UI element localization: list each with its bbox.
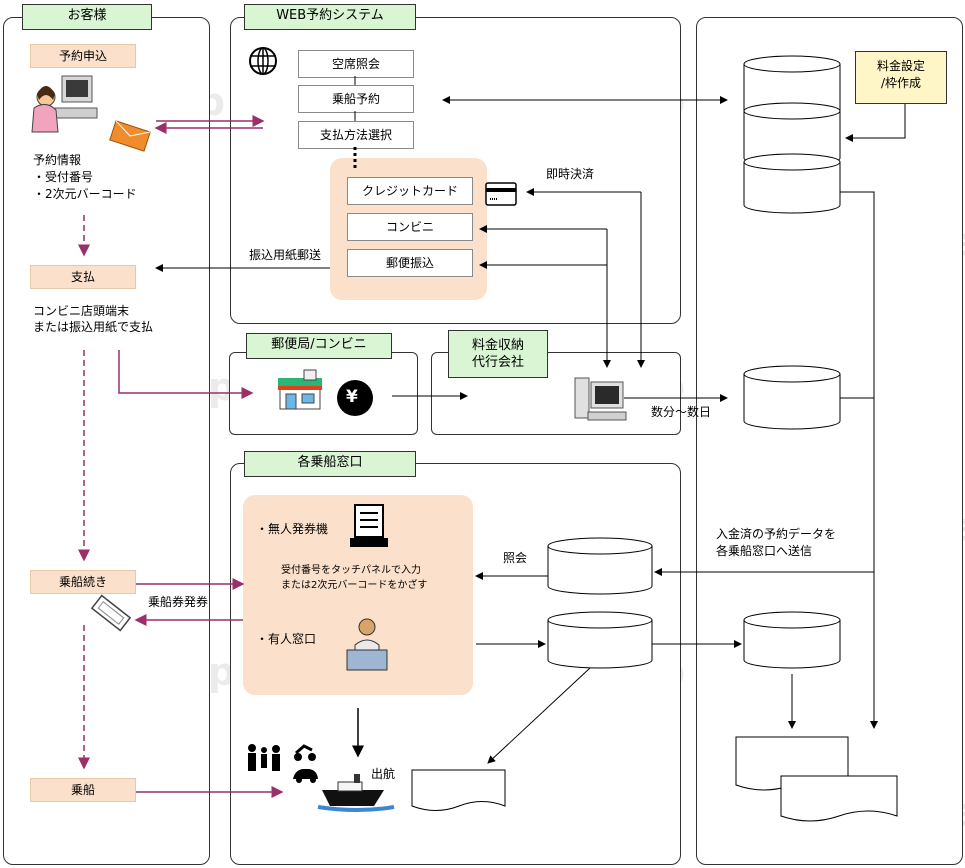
counter-reservation-db-label: 予約情報: [570, 563, 619, 577]
reservation-db-label: 予約情報: [762, 183, 811, 197]
post-lane-title: 郵便局/コンビニ: [246, 333, 392, 359]
staffed-counter-label: ・有人窓口: [256, 632, 317, 646]
fee-info-db-label: 料金情報: [762, 83, 811, 97]
ticket-issue-label: 乗船券発券: [148, 595, 209, 609]
analysis-doc-label: 各種分析資料: [796, 792, 869, 806]
agency-lane-title: 料金収納 代行会社: [448, 330, 548, 378]
system-db-lane: [696, 17, 963, 865]
fee-setting-note: 料金設定 /枠作成: [855, 51, 947, 104]
mail-slip-label: 振込用紙郵送: [249, 248, 322, 262]
inquiry-label: 照会: [503, 551, 528, 565]
convenience-store-option: コンビニ: [347, 213, 473, 241]
reservation-info-number: ・受付番号: [33, 170, 94, 184]
payment-method-menu: 支払方法選択: [298, 121, 414, 149]
pay-desc-2: または振込用紙で支払: [33, 320, 154, 334]
slot-db-label: 予約枠: [770, 134, 807, 148]
web-lane-title: WEB予約システム: [244, 4, 416, 30]
credit-card-option: クレジットカード: [347, 177, 473, 205]
days-label: 数分～数日: [651, 405, 712, 419]
counter-issue-db-label: 発券情報: [570, 636, 619, 650]
counter-lane-title: 各乗船窓口: [244, 451, 416, 477]
issue-info-db-label: 発券情報: [762, 636, 811, 650]
customer-lane-title: お客様: [22, 4, 152, 30]
seat-inquiry-menu: 空席照会: [298, 50, 414, 78]
postal-transfer-option: 郵便振込: [347, 249, 473, 277]
boarding-reservation-menu: 乗船予約: [298, 85, 414, 113]
boarding-procedure-step: 乗船続き: [30, 570, 136, 594]
kiosk-label: ・無人発券機: [256, 522, 329, 536]
customer-lane: [3, 17, 210, 865]
instant-payment-label: 即時決済: [546, 167, 595, 181]
send-note-2: 各乗船窓口へ送信: [716, 544, 813, 558]
payment-info-db-label: 入金情報: [762, 392, 811, 406]
reservation-info-title: 予約情報: [33, 153, 82, 167]
reserve-step: 予約申込: [30, 44, 136, 68]
kiosk-desc-1: 受付番号をタッチパネルで入力: [281, 565, 421, 576]
boarding-step: 乗船: [30, 778, 136, 802]
post-office-lane: [229, 352, 418, 435]
kiosk-desc-2: または2次元バーコードをかざす: [281, 580, 428, 591]
departure-label: 出航: [371, 767, 396, 781]
reservation-info-barcode: ・2次元バーコード: [33, 187, 137, 201]
passenger-list-label: 乗船名簿: [431, 782, 480, 796]
pay-desc-1: コンビニ店頭端末: [33, 304, 130, 318]
invoice-doc-label: 請求書: [770, 752, 807, 766]
yen-symbol: ¥: [346, 387, 358, 407]
pay-step: 支払: [30, 265, 136, 289]
send-note-1: 入金済の予約データを: [716, 527, 837, 541]
